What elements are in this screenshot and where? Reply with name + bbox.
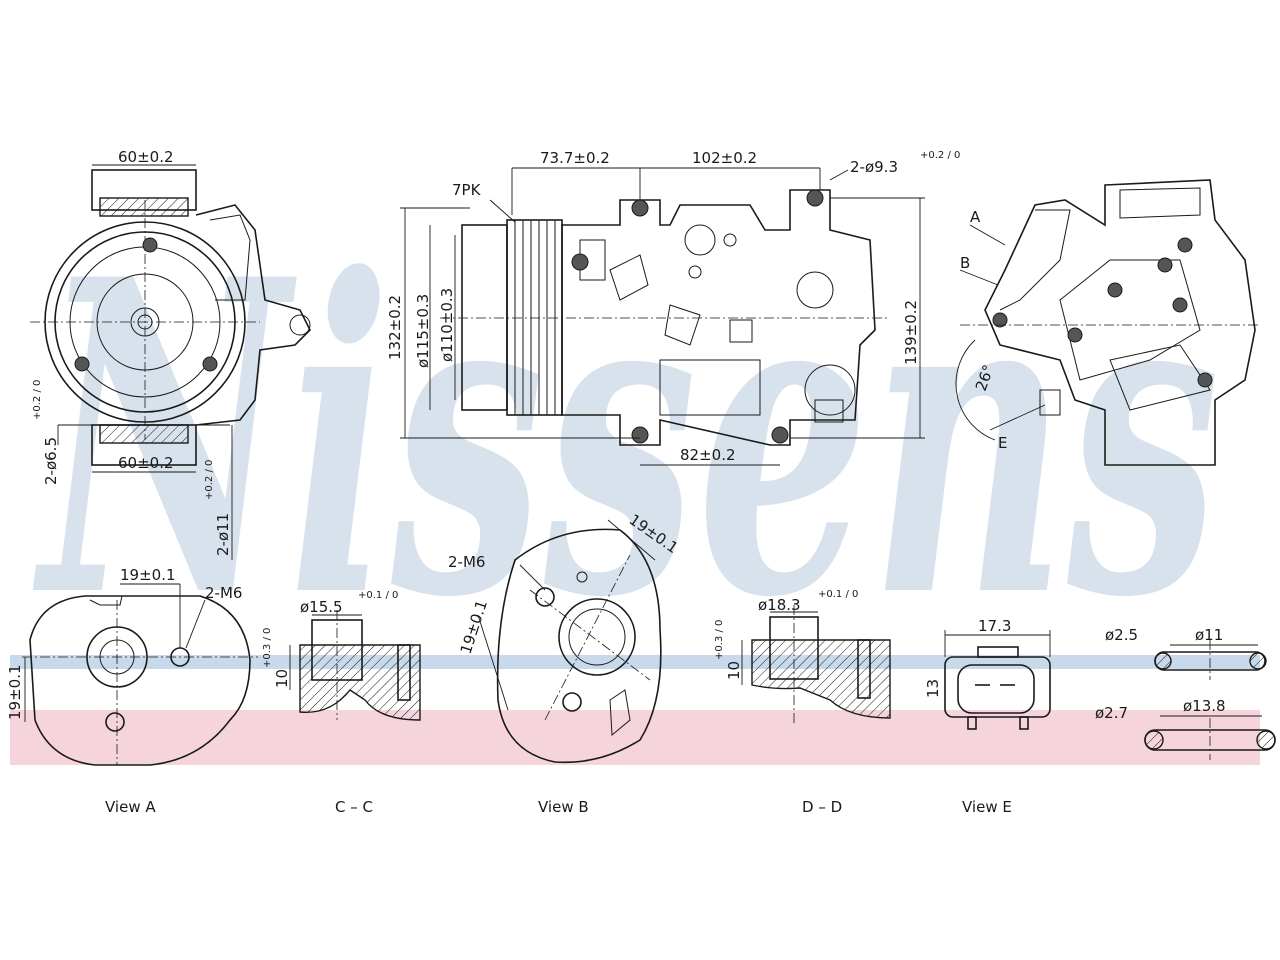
dim-cc-dia: ø15.5: [300, 598, 343, 616]
arrow-label-a: A: [970, 208, 981, 226]
dim-view-a-m6: 2-M6: [205, 584, 242, 602]
dim-front-mount-holes: 2-ø11: [214, 513, 232, 556]
dim-cc-10-tol: +0.3 / 0: [262, 628, 273, 668]
dim-base-82: 82±0.2: [680, 446, 736, 464]
section-dd: ø18.3 +0.1 / 0 10 +0.3 / 0 D – D: [714, 589, 891, 816]
dim-oring2-b: ø13.8: [1183, 697, 1226, 715]
dim-front-bolt-tol: +0.2 / 0: [32, 380, 43, 420]
dim-side-holes: 2-ø9.3: [850, 158, 898, 176]
view-label-b: View B: [538, 798, 589, 816]
side-view: 73.7±0.2 102±0.2 2-ø9.3 +0.2 / 0 7PK 132…: [386, 149, 960, 466]
view-label-cc: C – C: [335, 798, 373, 816]
view-label-dd: D – D: [802, 798, 842, 816]
view-e-connector: 17.3 13 View E: [924, 617, 1051, 816]
dim-oring2-a: ø2.7: [1095, 704, 1128, 722]
dim-height-139: 139±0.2: [902, 300, 920, 365]
dim-cc-tol: +0.1 / 0: [358, 590, 398, 601]
o-rings: ø2.5 ø11 ø2.7 ø13.8: [1095, 626, 1276, 760]
dim-dd-dia: ø18.3: [758, 596, 801, 614]
dim-front-bolt-holes: 2-ø6.5: [42, 437, 60, 485]
front-view: 60±0.2 60±0.2 2-ø6.5 +0.2 / 0 2-ø11 +0.2…: [30, 148, 311, 560]
dim-view-b-m6: 2-M6: [448, 553, 485, 571]
watermark-band-pink: [10, 710, 1260, 765]
dim-view-a-19: 19±0.1: [120, 566, 176, 584]
iso-view: A B E 26°: [955, 179, 1260, 466]
dim-view-a-19v: 19±0.1: [6, 664, 24, 720]
section-cc: ø15.5 +0.1 / 0 10 +0.3 / 0 C – C: [262, 590, 421, 816]
dim-height-132: 132±0.2: [386, 295, 404, 360]
arrow-label-b: B: [960, 254, 970, 272]
view-label-e: View E: [962, 798, 1012, 816]
dim-e-width: 17.3: [978, 617, 1011, 635]
dim-pulley-inner: ø110±0.3: [438, 288, 456, 362]
brand-watermark: Nissens: [32, 187, 1220, 692]
arrow-label-e: E: [998, 434, 1007, 452]
dim-side-width: 102±0.2: [692, 149, 757, 167]
dim-dd-tol: +0.1 / 0: [818, 589, 858, 600]
dim-front-bottom-width: 60±0.2: [118, 454, 174, 472]
dim-oring1-b: ø11: [1195, 626, 1223, 644]
dim-pulley-dia: ø115±0.3: [414, 294, 432, 368]
dim-side-holes-tol: +0.2 / 0: [920, 150, 960, 161]
dim-dd-10: 10: [725, 661, 743, 680]
dim-e-height: 13: [924, 679, 942, 698]
dim-cc-10: 10: [273, 669, 291, 688]
view-a-detail: 19±0.1 2-M6 19±0.1 View A: [6, 566, 258, 816]
dim-dd-10-tol: +0.3 / 0: [714, 620, 725, 660]
dim-side-offset: 73.7±0.2: [540, 149, 610, 167]
view-label-a: View A: [105, 798, 156, 816]
dim-oring1-a: ø2.5: [1105, 626, 1138, 644]
label-belt-7pk: 7PK: [452, 181, 482, 199]
dim-front-top-width: 60±0.2: [118, 148, 174, 166]
dim-front-mount-tol: +0.2 / 0: [204, 460, 215, 500]
